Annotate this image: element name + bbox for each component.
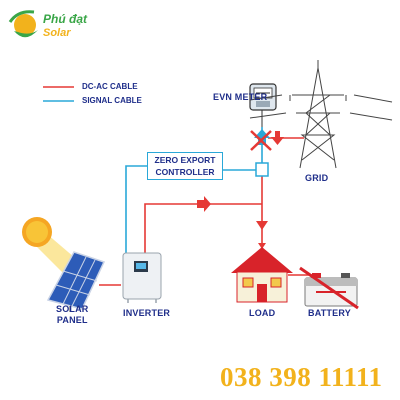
logo-tagline: Solar — [43, 27, 71, 39]
inverter-label: INVERTER — [123, 308, 171, 318]
zero-export-controller: ZERO EXPORT CONTROLLER — [147, 152, 223, 180]
signal-cables — [125, 127, 263, 254]
evn-meter-icon — [249, 83, 277, 127]
solar-panel-line1: SOLAR — [56, 304, 89, 314]
arrow-down-icon — [256, 221, 268, 230]
legend-signal-label: SIGNAL CABLE — [82, 96, 142, 105]
dc-ac-cables — [99, 137, 320, 286]
logo-name: Phú đạt — [43, 12, 87, 26]
arrow-down-grid-icon — [271, 131, 284, 145]
logo-sun-icon — [8, 10, 38, 38]
inverter-icon — [122, 252, 162, 303]
arrow-right-icon — [197, 196, 211, 212]
junction-box — [255, 162, 269, 177]
blocked-export-icon — [250, 129, 272, 151]
zero-export-line2: CONTROLLER — [155, 167, 215, 177]
solar-panel-line2: PANEL — [56, 315, 88, 325]
solar-panel-label: SOLAR PANEL — [56, 304, 89, 326]
arrow-down-junction-icon — [258, 243, 266, 249]
battery-icon — [299, 266, 359, 310]
evn-meter-label: EVN METER — [213, 92, 268, 102]
battery-label: BATTERY — [308, 308, 351, 318]
flow-arrows — [197, 131, 284, 249]
legend-dc-ac-label: DC-AC CABLE — [82, 82, 138, 91]
house-icon — [231, 247, 293, 303]
zero-export-line1: ZERO EXPORT — [154, 155, 216, 165]
load-label: LOAD — [249, 308, 276, 318]
grid-tower-icon — [249, 60, 393, 169]
grid-label: GRID — [305, 173, 329, 183]
hotline-number: 038 398 11111 — [220, 362, 383, 392]
solar-panel-icon — [46, 251, 106, 312]
